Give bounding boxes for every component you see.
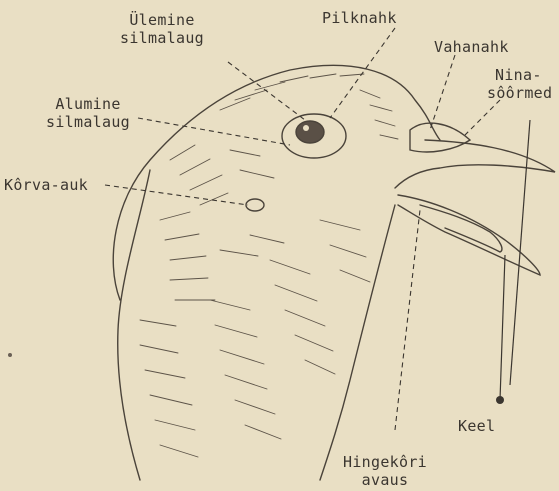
leader-alumine: [138, 118, 290, 145]
upper-beak: [395, 140, 555, 188]
label-hingekori-avaus: Hingekôri avaus: [343, 453, 427, 489]
label-alumine-line2: silmalaug: [46, 113, 130, 131]
leader-hingekori: [395, 210, 420, 430]
label-vahanahk: Vahanahk: [434, 38, 509, 56]
label-ulemine-line2: silmalaug: [120, 29, 204, 47]
neck-outline: [118, 170, 150, 480]
leader-ulemine: [228, 62, 305, 120]
pin-keel: [500, 255, 505, 400]
pin-nina: [510, 120, 530, 385]
leader-vahanahk: [430, 55, 455, 130]
label-ulemine-line1: Ülemine: [120, 11, 204, 29]
label-alumine-line1: Alumine: [46, 95, 130, 113]
pin-keel-head: [496, 396, 504, 404]
label-hingekori-line1: Hingekôri: [343, 453, 427, 471]
label-hingekori-line2: avaus: [343, 471, 427, 489]
tongue: [420, 205, 502, 252]
label-ulemine-silmalaug: Ülemine silmalaug: [120, 11, 204, 47]
head-outline: [113, 65, 440, 300]
ear-opening: [246, 199, 264, 211]
leader-nina: [465, 100, 500, 135]
label-alumine-silmalaug: Alumine silmalaug: [46, 95, 130, 131]
label-nina-soormed: Nina- sôôrmed: [487, 66, 552, 102]
eye-inner: [296, 121, 324, 143]
leader-lines: [105, 28, 500, 430]
label-nina-line2: sôôrmed: [487, 84, 552, 102]
leader-korva: [105, 185, 248, 205]
label-pilknahk: Pilknahk: [322, 9, 397, 27]
label-korva-auk: Kôrva-auk: [4, 176, 88, 194]
leader-pilknahk: [330, 28, 395, 118]
eye-highlight: [303, 125, 309, 131]
label-nina-line1: Nina-: [487, 66, 552, 84]
throat-outline: [320, 205, 395, 480]
stain-dot: [8, 353, 12, 357]
cere: [410, 123, 470, 152]
label-keel: Keel: [458, 417, 495, 435]
